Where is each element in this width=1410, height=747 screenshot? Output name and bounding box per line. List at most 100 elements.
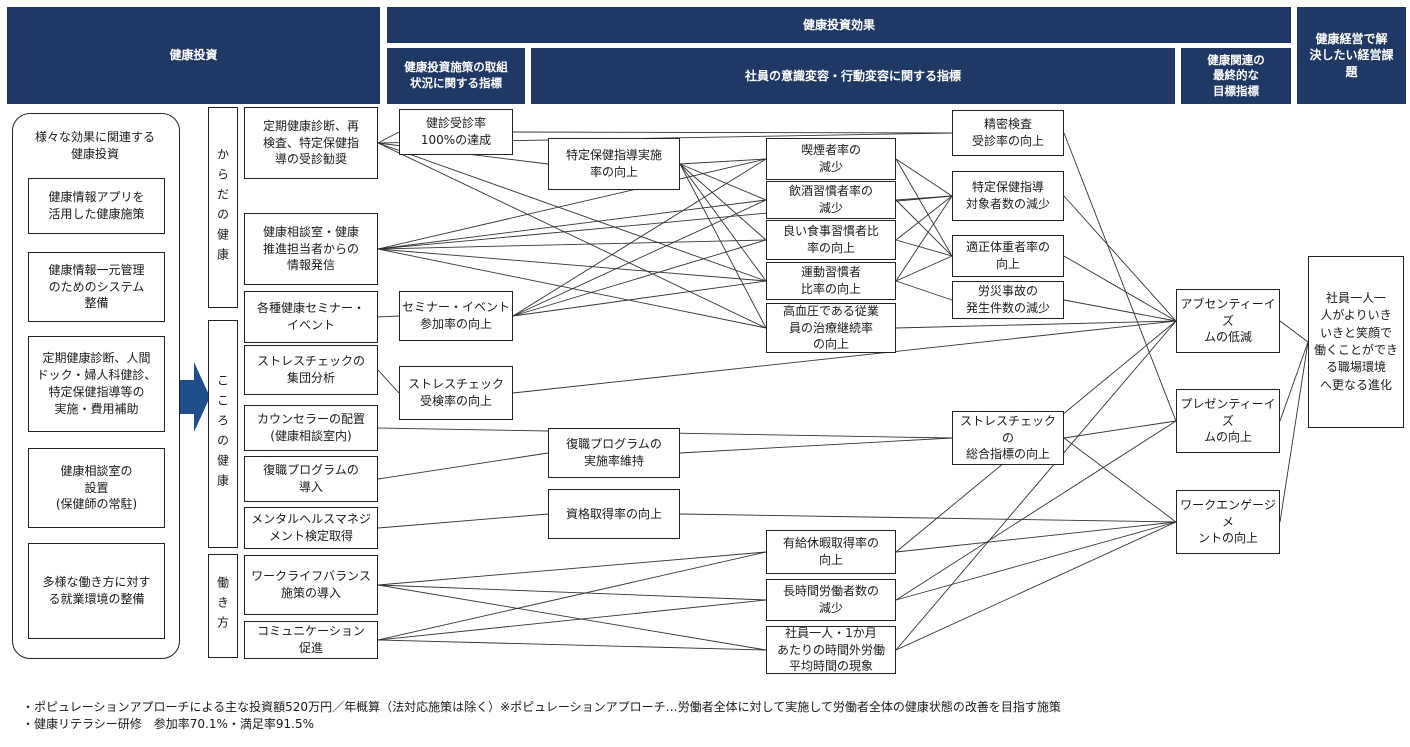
connector-line <box>679 163 767 282</box>
final-indicator-box: プレゼンティーイズ ムの向上 <box>1176 389 1280 453</box>
measure-box: コミュニケーション 促進 <box>244 621 378 659</box>
connector-line <box>377 248 767 282</box>
connector-line <box>895 521 1177 601</box>
outcome-indicator-box: 精密検査 受診率の向上 <box>952 110 1064 156</box>
connector-line <box>895 320 1177 329</box>
connector-line <box>512 320 1177 394</box>
connector-line <box>377 142 767 329</box>
behavior-indicator-box: 喫煙者率の 減少 <box>766 138 896 180</box>
behavior-indicator-box: 高血圧である従業 員の治療継続率 の向上 <box>766 303 896 353</box>
connector-line <box>679 163 767 329</box>
behavior-indicator-box: 長時間労働者数の 減少 <box>766 579 896 621</box>
connector-line <box>895 239 953 257</box>
category-work-style <box>208 554 238 658</box>
connector-line <box>1063 132 1177 422</box>
awareness-indicator-box: 資格取得率の向上 <box>548 489 680 539</box>
connector-line <box>377 199 767 250</box>
connector-line <box>895 320 1177 651</box>
behavior-indicator-box: 運動習慣者 比率の向上 <box>766 262 896 300</box>
behavior-indicator-box: 飲酒習慣者率の 減少 <box>766 181 896 219</box>
connector-line <box>377 239 767 250</box>
connector-line <box>377 315 400 318</box>
connector-line <box>512 239 767 317</box>
connector-line <box>895 521 1177 553</box>
connector-line <box>377 158 767 250</box>
connector-line <box>1279 320 1309 343</box>
footnote-investment: ・ポピュレーションアプローチによる主な投資額520万円／年概算（法対応施策は除く… <box>22 700 1061 714</box>
connector-line <box>895 420 1177 601</box>
connector-line <box>512 199 767 317</box>
status-indicator-box: セミナー・イベント 参加率の向上 <box>399 291 513 341</box>
outcome-indicator-box: 特定保健指導 対象者数の減少 <box>952 171 1064 221</box>
investment-item: 健康情報一元管理 のためのシステム 整備 <box>28 252 165 322</box>
connector-line <box>1063 255 1177 322</box>
header-final-indicators: 健康関連の 最終的な 目標指標 <box>1181 48 1291 104</box>
connector-line <box>895 195 953 282</box>
connector-line <box>895 255 953 282</box>
measure-box: 健康相談室・健康 推進担当者からの 情報発信 <box>244 213 378 285</box>
connector-line <box>377 639 767 651</box>
connector-line <box>679 163 767 241</box>
category-work-label: 働き方 <box>215 576 230 636</box>
connector-line <box>512 131 953 134</box>
awareness-indicator-box: 特定保健指導実施 率の向上 <box>548 138 680 190</box>
header-effect: 健康投資効果 <box>387 7 1291 43</box>
measure-box: メンタルヘルスマネジ メント検定取得 <box>244 507 378 549</box>
connector-line <box>895 199 953 257</box>
connector-line <box>377 369 400 394</box>
investment-item: 多様な働き方に対す る就業環境の整備 <box>28 543 165 639</box>
connector-line <box>377 131 400 144</box>
connector-line <box>895 195 953 201</box>
behavior-indicator-box: 社員一人・1か月 あたりの時間外労働 平均時間の現象 <box>766 626 896 674</box>
connector-line <box>1063 437 1177 523</box>
connector-line <box>895 280 953 301</box>
behavior-indicator-box: 有給休暇取得率の 向上 <box>766 530 896 574</box>
header-awareness-indicators: 社員の意識変容・行動変容に関する指標 <box>531 48 1175 104</box>
connector-line <box>377 142 767 282</box>
connector-line <box>679 163 767 201</box>
connector-line <box>679 513 1177 523</box>
category-mind-health <box>208 320 238 548</box>
category-mind-label: こころの健康 <box>215 374 230 494</box>
measure-box: 定期健康診断、再 検査、特定保健指 導の受診勧奨 <box>244 107 378 179</box>
connector-line <box>377 452 549 480</box>
status-indicator-box: ストレスチェック 受検率の向上 <box>399 366 513 420</box>
measure-box: 復職プログラムの 導入 <box>244 456 378 502</box>
outcome-indicator-box: 労災事故の 発生件数の減少 <box>952 281 1064 319</box>
connector-line <box>377 584 767 601</box>
connector-line <box>1063 299 1177 322</box>
measure-box: ワークライフバランス 施策の導入 <box>244 555 378 615</box>
category-body-health <box>208 107 238 308</box>
category-body-label: からだの健康 <box>215 147 230 268</box>
status-indicator-box: 健診受診率 100%の達成 <box>399 109 513 155</box>
header-management-issue: 健康経営で解 決したい経営課 題 <box>1297 7 1406 104</box>
measure-box: 各種健康セミナー・ イベント <box>244 291 378 343</box>
measure-box: ストレスチェックの 集団分析 <box>244 345 378 395</box>
connector-line <box>679 437 953 454</box>
header-status-indicators: 健康投資施策の取組 状況に関する指標 <box>387 48 525 104</box>
footnote-literacy: ・健康リテラシー研修 参加率70.1%・満足率91.5% <box>22 717 315 731</box>
connector-line <box>1279 341 1309 523</box>
connector-line <box>512 158 767 317</box>
header-investment: 健康投資 <box>7 7 380 104</box>
awareness-indicator-box: 復職プログラムの 実施率維持 <box>548 428 680 478</box>
connector-line <box>377 599 767 641</box>
connector-line <box>1063 195 1177 322</box>
connector-line <box>895 158 953 197</box>
connector-line <box>895 158 953 257</box>
outcome-indicator-box: ストレスチェックの 総合指標の向上 <box>952 411 1064 465</box>
connector-line <box>1279 341 1309 422</box>
measure-box: カウンセラーの配置 (健康相談室内) <box>244 405 378 451</box>
connector-line <box>377 551 767 586</box>
management-goal-box: 社員一人一 人がよりいき いきと笑顔で 働くことができ る職場環境 へ更なる進化 <box>1308 256 1404 428</box>
connector-line <box>895 521 1177 651</box>
behavior-indicator-box: 良い食事習慣者比 率の向上 <box>766 220 896 260</box>
investment-item: 定期健康診断、人間 ドック・婦人科健診、 特定保健指導等の 実施・費用補助 <box>28 336 165 432</box>
connector-line <box>1063 420 1177 439</box>
connector-line <box>377 513 549 529</box>
investment-panel-title: 様々な効果に関連する 健康投資 <box>34 130 155 161</box>
final-indicator-box: アブセンティーイズ ムの低減 <box>1176 289 1280 353</box>
connector-line <box>512 280 767 317</box>
final-indicator-box: ワークエンゲージメ ントの向上 <box>1176 490 1280 554</box>
